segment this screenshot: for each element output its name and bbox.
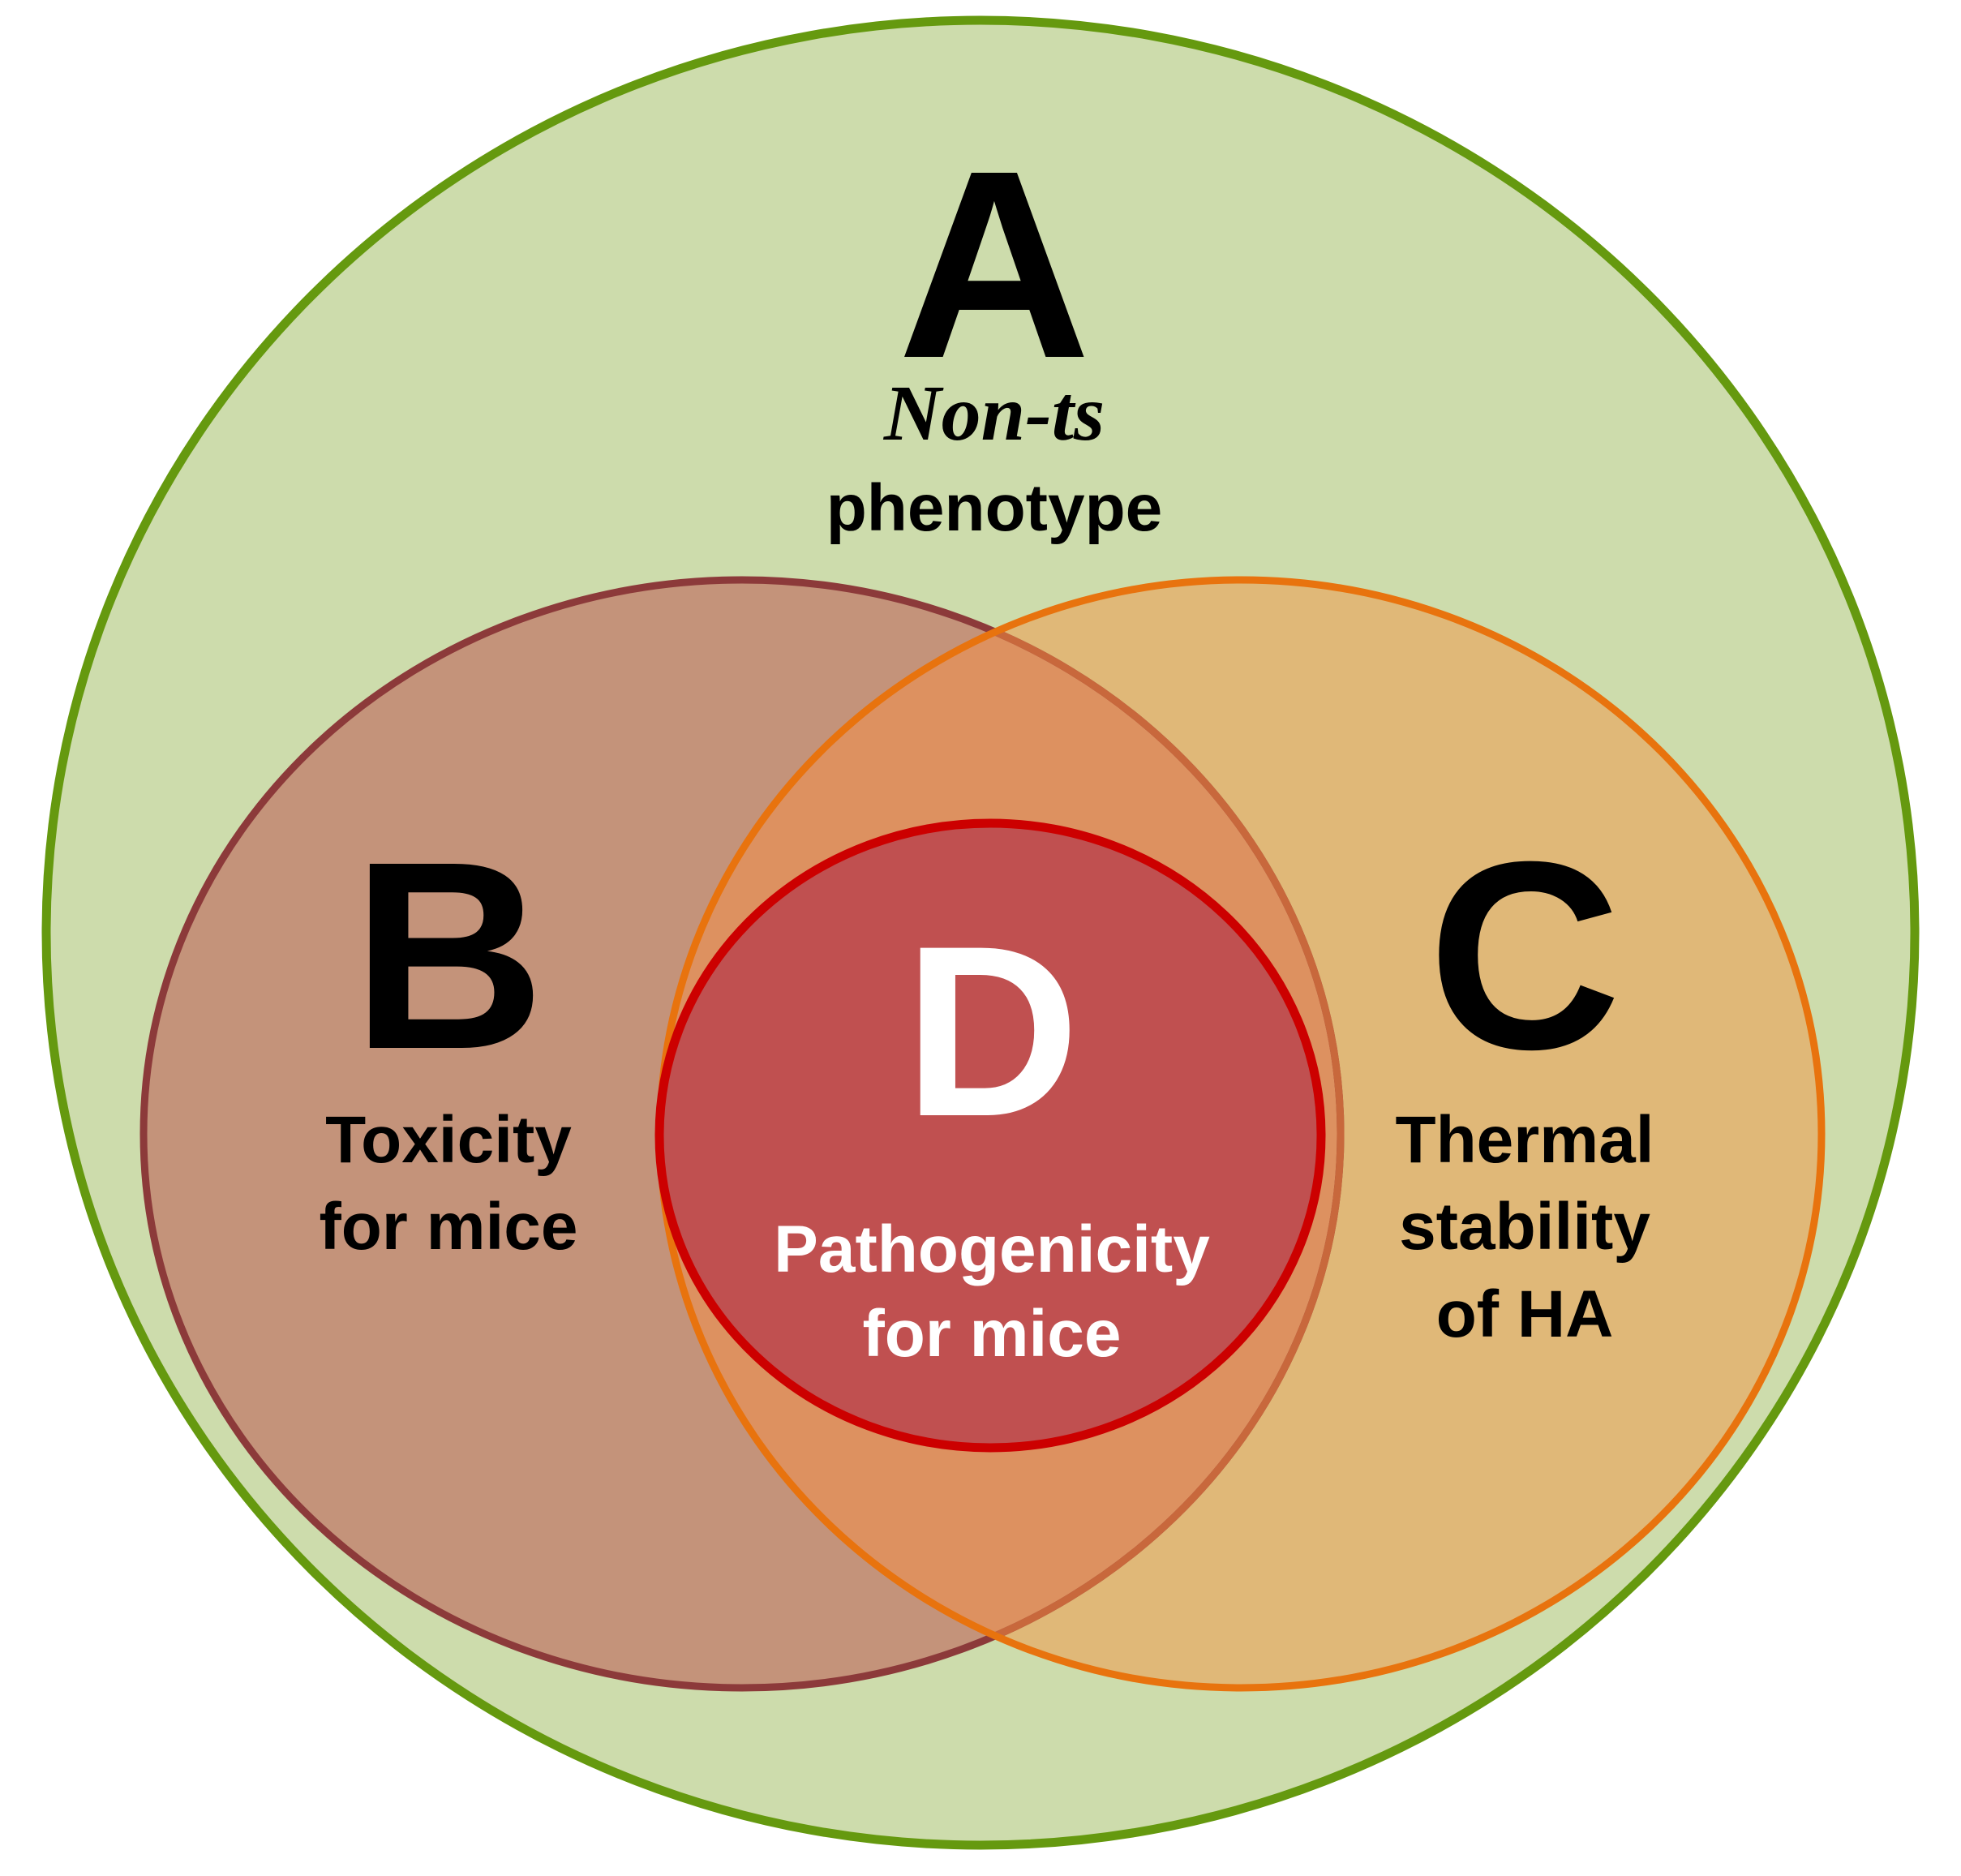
set-d-label-line2: for mice [863, 1297, 1122, 1371]
set-c-letter: C [1428, 805, 1621, 1105]
set-d-circle [654, 818, 1326, 1453]
set-b-label-line1: Toxicity [325, 1103, 572, 1177]
set-c-label-line3: of HA [1436, 1277, 1614, 1351]
set-c-label-line2: stability [1399, 1190, 1650, 1264]
set-b-letter: B [352, 805, 545, 1105]
set-a-label-italic: Non-ts [883, 370, 1105, 457]
set-d-letter: D [904, 895, 1080, 1167]
set-b-outline-inner [660, 580, 1345, 1688]
set-d-label-line1: Pathogenicity [774, 1213, 1210, 1286]
set-b-label-line2: for mice [320, 1190, 578, 1264]
set-c-label-line1: Thermal [1396, 1103, 1654, 1177]
set-a-label-line2: phenotype [826, 471, 1163, 545]
set-a-letter: A [898, 114, 1091, 414]
